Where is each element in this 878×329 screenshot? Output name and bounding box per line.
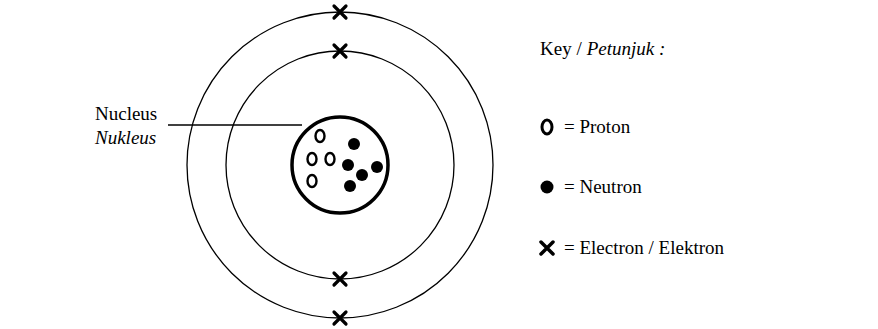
- proton-sample: [542, 120, 552, 134]
- neutron-sample: [541, 181, 554, 194]
- neutrons: [342, 138, 383, 192]
- text-label: Nucleus: [95, 103, 157, 125]
- electron-sample: [541, 242, 553, 254]
- legend-text: = Neutron: [564, 176, 642, 198]
- text-label: Petunjuk :: [587, 38, 666, 60]
- electrons: [334, 6, 346, 324]
- legend-text: = Proton: [564, 116, 630, 138]
- leader-line: [168, 124, 302, 125]
- outer-shell: [187, 12, 493, 318]
- protons: [308, 130, 335, 187]
- text-label: Nukleus: [95, 127, 156, 149]
- inner-shell: [226, 51, 454, 279]
- text-label: Key /: [540, 38, 582, 60]
- legend-text: = Electron / Elektron: [564, 237, 724, 259]
- nucleus-circle: [292, 117, 388, 213]
